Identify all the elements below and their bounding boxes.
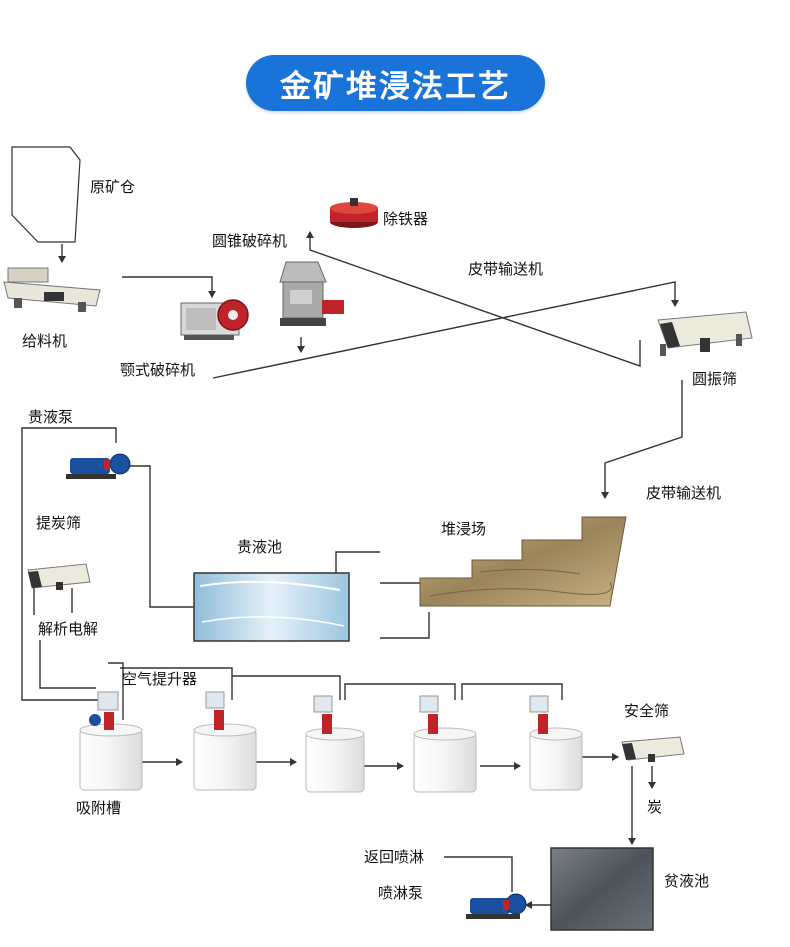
safety-screen	[621, 736, 685, 762]
label-carbon: 炭	[647, 798, 662, 816]
label-cone-crusher: 圆锥破碎机	[212, 232, 287, 250]
cone-crusher	[279, 261, 344, 326]
label-air-lifter: 空气提升器	[122, 670, 197, 688]
adsorption-tanks	[79, 691, 583, 793]
label-adsorption-tank: 吸附槽	[76, 799, 121, 817]
line-heap-to-pool	[380, 612, 430, 639]
line-lift-1-2	[120, 667, 233, 700]
label-jaw-crusher: 颚式破碎机	[120, 361, 195, 379]
iron-remover	[330, 198, 378, 228]
label-belt-conveyor-2: 皮带输送机	[646, 484, 721, 502]
label-barren-pool: 贫液池	[664, 872, 709, 890]
label-desorption: 解析电解	[38, 620, 98, 638]
label-safety-screen: 安全筛	[624, 702, 669, 720]
barren-pool	[550, 847, 654, 931]
adsorption-tank-3	[305, 695, 365, 793]
line-screen-to-heap	[601, 380, 683, 499]
pregnant-pool	[193, 572, 350, 642]
label-pregnant-pump: 贵液泵	[28, 408, 73, 426]
adsorption-tank-2	[193, 691, 257, 791]
adsorption-tank-1	[79, 691, 143, 791]
label-spray-pump: 喷淋泵	[378, 884, 423, 902]
pregnant-pump	[66, 453, 131, 479]
label-return-spray: 返回喷淋	[364, 848, 424, 866]
label-feeder: 给料机	[22, 332, 67, 350]
raw-bin	[11, 146, 81, 243]
label-heap-leach-yard: 堆浸场	[441, 520, 486, 538]
label-circular-screen: 圆振筛	[692, 370, 737, 388]
labels: 原矿仓 给料机 颚式破碎机 圆锥破碎机 除铁器 皮带输送机 圆振筛 皮带输送机 …	[22, 178, 737, 902]
line-pool-to-pump	[130, 465, 194, 608]
label-raw-bin: 原矿仓	[90, 178, 135, 196]
adsorption-tank-5	[529, 695, 583, 791]
line-pump-to-tank1	[21, 427, 117, 701]
line-pump-return-spray	[444, 856, 513, 892]
title-banner: 金矿堆浸法工艺	[246, 55, 545, 111]
spray-pump	[466, 893, 527, 919]
adsorption-tank-4	[413, 695, 477, 793]
circular-screen	[657, 311, 753, 356]
label-carbon-screen: 提炭筛	[36, 514, 81, 532]
line-desorb-return	[39, 640, 96, 689]
line-jaw-to-screen	[212, 281, 679, 379]
line-screen-to-cone	[306, 231, 641, 367]
feeder	[3, 267, 101, 312]
heap-leach-yard	[419, 516, 627, 607]
label-pregnant-pool: 贵液池	[237, 538, 282, 556]
line-lift-4-5	[461, 683, 563, 700]
label-iron-remover: 除铁器	[383, 210, 428, 228]
line-tank1-lift	[108, 662, 124, 720]
flow-lines	[21, 231, 683, 909]
jaw-crusher	[180, 299, 249, 340]
line-lift-2-3	[232, 675, 341, 700]
line-lift-3-4	[344, 683, 456, 700]
line-feeder-to-jaw	[122, 276, 216, 298]
line-pool-inlet	[335, 551, 380, 575]
carbon-screen	[27, 563, 91, 590]
diagram-title: 金矿堆浸法工艺	[280, 68, 511, 105]
label-belt-conveyor-1: 皮带输送机	[468, 260, 543, 278]
